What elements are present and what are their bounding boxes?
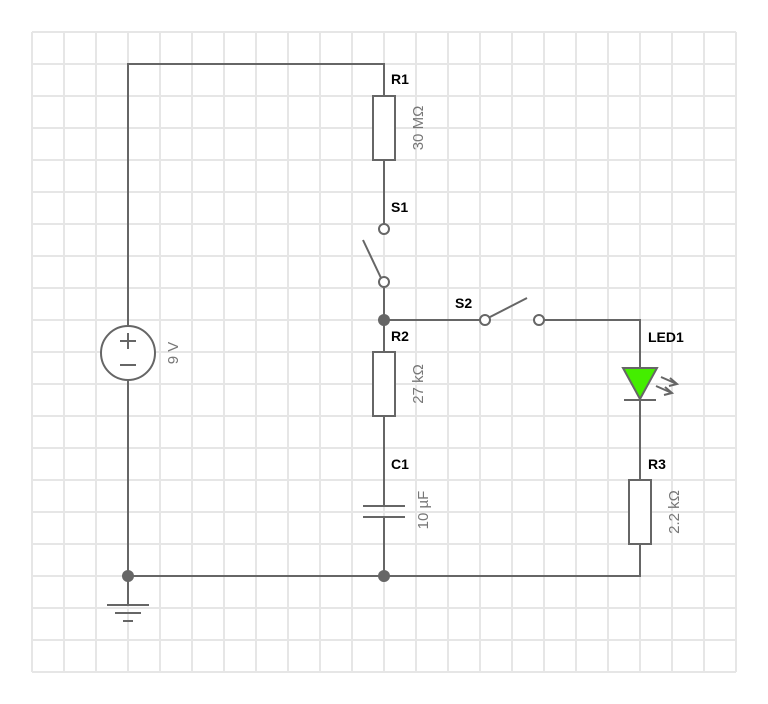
- s2-terminal-left-icon: [479, 314, 491, 326]
- c1-value: 10 µF: [415, 491, 432, 530]
- switch-s2[interactable]: S2: [455, 295, 545, 326]
- wire-s2-led: [544, 319, 641, 368]
- r1-value: 30 MΩ: [410, 106, 427, 151]
- battery-symbol-icon: [100, 325, 156, 381]
- resistor-r1-symbol-icon: [372, 95, 396, 161]
- s1-lever-icon: [362, 239, 382, 279]
- s1-terminal-bottom-icon: [378, 276, 390, 288]
- junction-node-r2: [378, 314, 390, 326]
- r3-label: R3: [648, 456, 666, 472]
- wire-top-left: [127, 63, 385, 326]
- resistor-r2-symbol-icon: [372, 351, 396, 417]
- resistor-r3-symbol-icon: [628, 479, 652, 545]
- resistor-r2[interactable]: R2 27 kΩ: [372, 328, 427, 417]
- junction-node-c1: [378, 570, 390, 582]
- led-light-arrows-icon: [655, 376, 680, 396]
- led-triangle-icon: [621, 367, 659, 402]
- s2-terminal-right-icon: [533, 314, 545, 326]
- s2-lever-icon: [489, 297, 528, 318]
- ground-icon[interactable]: [107, 604, 149, 622]
- resistor-r1[interactable]: R1 30 MΩ: [372, 71, 427, 161]
- junction-node-ground: [122, 570, 134, 582]
- r3-value: 2.2 kΩ: [666, 490, 683, 534]
- s1-terminal-top-icon: [378, 223, 390, 235]
- r2-label: R2: [391, 328, 409, 344]
- s1-label: S1: [391, 199, 408, 215]
- capacitor-c1[interactable]: C1 10 µF: [363, 456, 432, 529]
- c1-label: C1: [391, 456, 409, 472]
- s2-label: S2: [455, 295, 472, 311]
- r1-label: R1: [391, 71, 409, 87]
- switch-s1[interactable]: S1: [362, 199, 408, 288]
- led-led1[interactable]: LED1: [621, 329, 684, 402]
- r2-value: 27 kΩ: [410, 364, 427, 404]
- led1-label: LED1: [648, 329, 684, 345]
- battery-9v[interactable]: 9 V: [100, 325, 182, 381]
- battery-value: 9 V: [165, 342, 182, 365]
- resistor-r3[interactable]: R3 2.2 kΩ: [628, 456, 683, 545]
